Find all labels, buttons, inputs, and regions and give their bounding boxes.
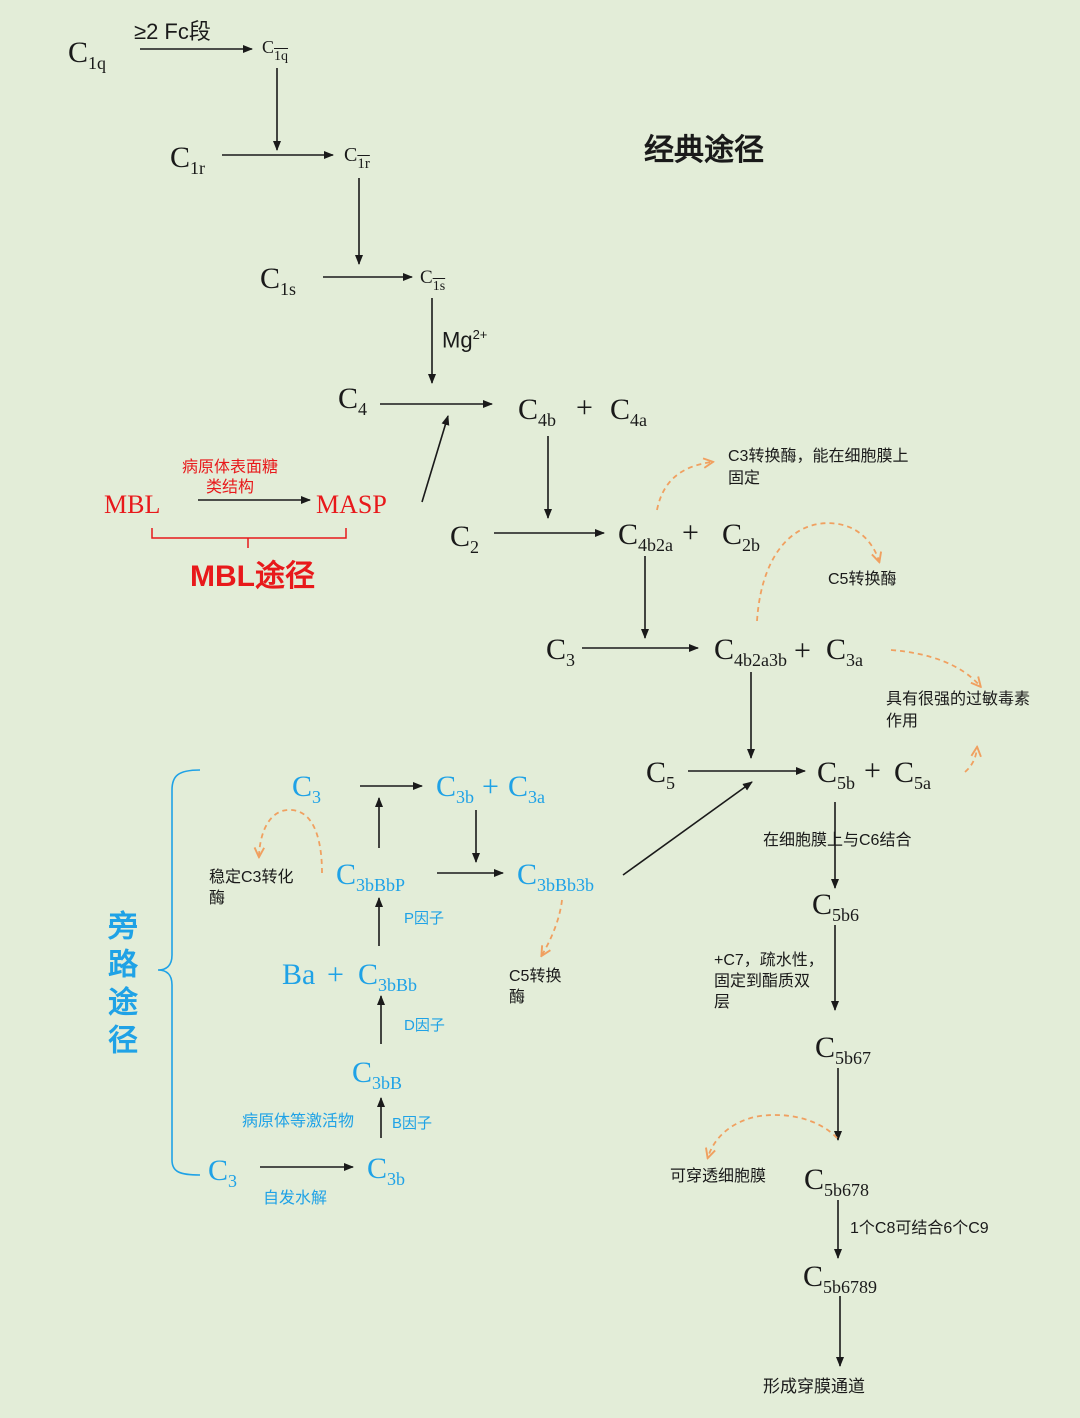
alt-c3b-bottom-node: C3b	[367, 1152, 406, 1189]
c5b-node: C5b	[817, 756, 856, 793]
c5-convertase-note: C5转换酶	[828, 571, 897, 588]
masp-node: MASP	[316, 490, 387, 519]
pore-note: 形成穿膜通道	[763, 1377, 865, 1396]
alt-c3b-top-node: C3b	[436, 770, 475, 807]
ba-plus-sign: +	[327, 958, 344, 991]
activator-label: 病原体等激活物	[242, 1113, 355, 1130]
c4-node: C4	[338, 382, 368, 419]
dashed-arrow-alt-c5-convertase	[542, 899, 563, 955]
alt-pathway-title: 旁路途径	[103, 910, 136, 1062]
arrow-masp-to-c4	[421, 415, 450, 503]
c8-note: 1个C8可结合6个C9	[850, 1220, 989, 1237]
c5b678-node: C5b678	[804, 1163, 870, 1200]
c3bbbp-node: C3bBbP	[336, 858, 406, 895]
dashed-arrow-anaphylatoxin	[890, 649, 980, 686]
c5b6-node: C5b6	[812, 888, 860, 925]
mbl-surface-label: 病原体表面糖 类结构	[182, 459, 279, 496]
ba-node: Ba	[282, 958, 316, 991]
c5-plus-sign: +	[864, 754, 881, 787]
c1s-activated-node: C1s	[420, 267, 446, 294]
alt-brace	[157, 769, 201, 1176]
c1s-node: C1s	[260, 262, 297, 299]
c4a-node: C4a	[610, 393, 648, 430]
dashed-arrow-stabilize	[259, 809, 323, 874]
c1r-activated-node: C1r	[344, 144, 370, 172]
mbl-bracket	[151, 528, 347, 548]
p-factor-label: P因子	[404, 910, 445, 927]
dashed-arrow-penetrate	[708, 1114, 838, 1157]
bind-c6-note: 在细胞膜上与C6结合	[763, 832, 912, 849]
classical-arrows	[140, 45, 844, 1367]
c4b2a3b-plus-sign: +	[794, 634, 811, 667]
c5a-node: C5a	[894, 756, 932, 793]
annotation-arrows	[259, 462, 980, 1157]
c3bb-node: C3bB	[352, 1056, 403, 1093]
c7-note: +C7，疏水性， 固定到酯质双 层	[714, 952, 824, 1011]
c4b-node: C4b	[518, 393, 557, 430]
d-factor-label: D因子	[404, 1017, 445, 1034]
alt-c5-convertase-note: C5转换 酶	[509, 968, 562, 1006]
c5-node: C5	[646, 756, 676, 793]
fc-label: ≥2 Fc段	[134, 19, 211, 44]
c5b6789-node: C5b6789	[803, 1260, 878, 1297]
c1q-activated-node: C1q	[262, 37, 289, 64]
penetrate-note: 可穿透细胞膜	[670, 1168, 767, 1185]
c3-node: C3	[546, 633, 576, 670]
arrow-c3bbb3b-to-c5	[622, 781, 753, 876]
stabilize-note: 稳定C3转化 酶	[209, 869, 294, 907]
c3bbb-node: C3bBb	[358, 958, 418, 995]
classical-pathway-title: 经典途径	[644, 134, 764, 167]
mg-label: Mg2+	[442, 327, 488, 353]
hydrolysis-label: 自发水解	[263, 1190, 328, 1207]
c4b2a-node: C4b2a	[618, 518, 674, 555]
c1r-node: C1r	[170, 141, 206, 178]
c5b67-node: C5b67	[815, 1031, 872, 1068]
c2b-node: C2b	[722, 518, 761, 555]
c3-convertase-note: C3转换酶，能在细胞膜上 固定	[728, 448, 909, 487]
alt-c3-bottom-node: C3	[208, 1154, 238, 1191]
alternative-arrows	[260, 782, 504, 1171]
mbl-node: MBL	[104, 490, 161, 519]
b-factor-label: B因子	[392, 1115, 433, 1132]
alt-c3-top-node: C3	[292, 770, 322, 807]
c4b2a3b-node: C4b2a3b	[714, 633, 788, 670]
c3a-node: C3a	[826, 633, 864, 670]
dashed-arrow-c3-convertase	[656, 462, 712, 511]
anaphylatoxin-note: 具有很强的过敏毒素 作用	[886, 691, 1031, 730]
mbl-pathway-title: MBL途径	[190, 560, 315, 593]
c2-node: C2	[450, 520, 480, 557]
c3bbb3b-node: C3bBb3b	[517, 858, 595, 895]
dashed-arrow-c5a	[964, 748, 977, 773]
c4-plus-sign: +	[576, 391, 593, 424]
alt-top-plus-sign: +	[482, 770, 499, 803]
dashed-arrow-c5-convertase	[756, 522, 879, 622]
c1q-node: C1q	[68, 36, 107, 73]
c4b2a-plus-sign: +	[682, 516, 699, 549]
alt-c3a-top-node: C3a	[508, 770, 546, 807]
